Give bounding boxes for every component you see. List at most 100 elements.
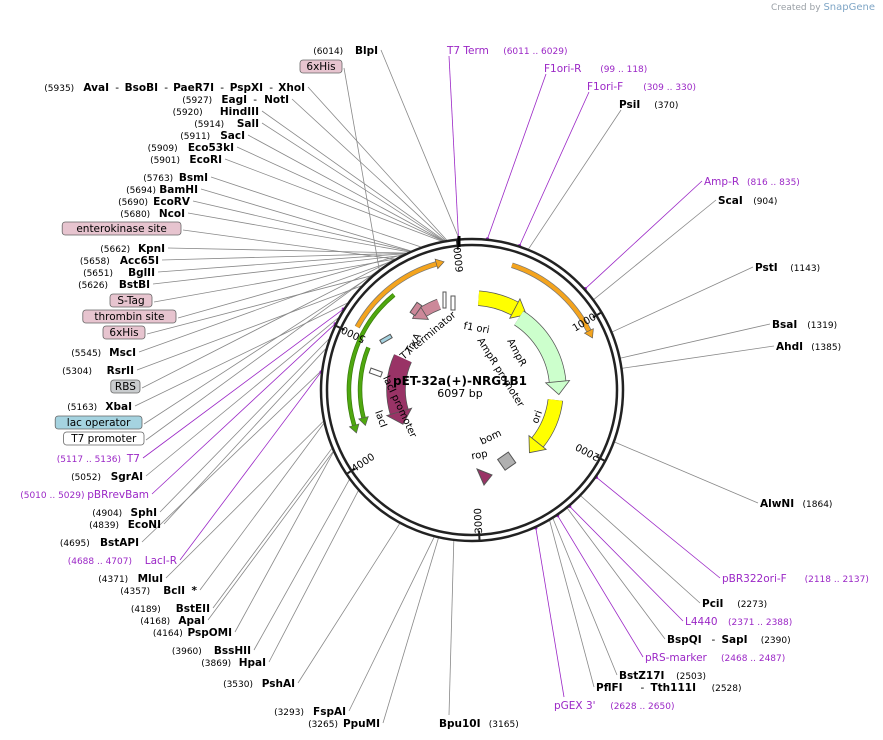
right-label-group: pRS-marker(2468 .. 2487) xyxy=(645,652,785,664)
left-label-group: PpuMI(3265) xyxy=(308,718,380,730)
site-position: (5909) xyxy=(148,144,178,154)
primer-range: (2468 .. 2487) xyxy=(721,654,785,664)
primer-range: (5010 .. 5029) xyxy=(20,491,84,501)
site-name: PspXI xyxy=(230,82,263,94)
plasmid-name: pET-32a(+)-NRG1B1 xyxy=(393,374,527,388)
tick-mark xyxy=(592,310,603,319)
site-name: HpaI xyxy=(239,657,266,669)
tick-mark xyxy=(345,467,356,476)
plasmid-length: 6097 bp xyxy=(437,387,482,400)
right-label-group: PciI(2273) xyxy=(702,598,767,610)
site-separator: - xyxy=(115,82,119,94)
feature-arcs xyxy=(346,258,594,486)
site-separator: - xyxy=(712,634,716,646)
primer-name: T7 Term xyxy=(446,45,489,57)
site-position: (3293) xyxy=(274,708,304,718)
right-label-group: BsaI(1319) xyxy=(772,319,837,331)
feature-box-text: 6xHis xyxy=(306,61,335,73)
ampr-arrow xyxy=(514,311,566,383)
right-label-group: Amp-R(816 .. 835) xyxy=(704,176,800,188)
site-name: SphI xyxy=(131,507,157,519)
site-name: BclI xyxy=(163,585,185,597)
tick-mark xyxy=(478,530,481,542)
left-label-group: HindIII(5920) xyxy=(173,106,259,118)
feature-box-text: RBS xyxy=(115,381,136,393)
leader-line xyxy=(261,122,444,242)
laci-arrow-arrow xyxy=(385,407,413,425)
site-name: AvaI xyxy=(83,82,109,94)
right-label-group: Bpu10I(3165) xyxy=(439,718,519,730)
left-label-group: XbaI(5163) xyxy=(67,401,132,413)
leader-line xyxy=(143,275,373,425)
site-name: EcoRI xyxy=(189,154,222,166)
left-label-group: ApaI(4168) xyxy=(140,615,205,627)
backbone-inner-circle xyxy=(319,237,625,543)
site-name: MscI xyxy=(109,347,136,359)
site-name: Bpu10I xyxy=(439,718,481,730)
left-label-group: LacI-R(4688 .. 4707) xyxy=(68,555,177,567)
leader-line xyxy=(138,261,391,353)
site-position: (4695) xyxy=(60,539,90,549)
site-separator: - xyxy=(269,82,273,94)
site-position: (5690) xyxy=(118,198,148,208)
site-separator: - xyxy=(253,94,257,106)
f1-ori-arrow xyxy=(477,291,519,315)
left-label-group: BamHI(5694) xyxy=(126,184,198,196)
feature-label: ori xyxy=(530,409,545,425)
primer-name: pBRrevBam xyxy=(87,489,149,501)
left-label-group: SacI(5911) xyxy=(180,130,245,142)
leader-line xyxy=(487,73,547,239)
site-name: XhoI xyxy=(278,82,305,94)
left-label-group: MscI(5545) xyxy=(71,347,136,359)
left-label-group: FspAI(3293) xyxy=(274,706,346,718)
primer-range: (309 .. 330) xyxy=(643,83,696,93)
snapgene-logo: SnapGene xyxy=(823,2,875,13)
site-name: KpnI xyxy=(138,243,165,255)
leader-line xyxy=(165,421,324,579)
left-label-group: 6xHis xyxy=(299,59,343,74)
feature-box-text: S-Tag xyxy=(117,295,144,307)
left-label-group: RBS xyxy=(110,379,141,394)
leader-line xyxy=(199,423,325,591)
leader-line xyxy=(580,495,701,604)
primer-name: F1ori-F xyxy=(587,81,623,93)
site-name: BstZ17I xyxy=(619,670,664,682)
leader-line xyxy=(142,308,344,459)
leader-line xyxy=(593,199,717,300)
orange-feature-arc xyxy=(511,263,591,332)
left-label-group: NotI-EagI(5927) xyxy=(182,94,289,106)
left-label-group: *BclI(4357) xyxy=(120,585,197,597)
right-label-group: pBR322ori-F(2118 .. 2137) xyxy=(722,573,869,585)
right-label-group: T7 Term(6011 .. 6029) xyxy=(446,45,567,57)
leader-line xyxy=(187,212,409,253)
leader-line xyxy=(153,258,395,303)
site-name: EcoNI xyxy=(128,519,161,531)
site-name: BsoBI xyxy=(125,82,158,94)
right-site-labels: T7 Term(6011 .. 6029)F1ori-R(99 .. 118)F… xyxy=(439,45,869,730)
site-name: Acc65I xyxy=(120,255,159,267)
leader-line xyxy=(253,479,350,651)
left-label-group: EcoNI(4839) xyxy=(89,519,161,531)
right-label-group: PflFI-Tth111I(2528) xyxy=(596,682,742,694)
site-name: PspOMI xyxy=(187,627,232,639)
leader-lines xyxy=(134,49,775,724)
site-name: EagI xyxy=(221,94,247,106)
left-label-group: 6xHis xyxy=(102,325,146,340)
rop-feature xyxy=(476,468,493,486)
site-name: BspQI xyxy=(667,634,702,646)
lacop-mark xyxy=(379,333,393,345)
site-name: BamHI xyxy=(159,184,198,196)
leader-line xyxy=(620,323,771,359)
leader-line xyxy=(212,448,333,609)
feature-label: lacI xyxy=(372,409,388,429)
tick-mark xyxy=(334,324,345,331)
left-label-group: S-Tag xyxy=(109,293,153,308)
left-label-group: BlpI(6014) xyxy=(313,45,378,57)
leader-line xyxy=(151,323,336,495)
lac-promoter-mark xyxy=(368,367,383,378)
site-name: PshAI xyxy=(262,678,295,690)
site-separator: - xyxy=(220,82,224,94)
leader-line xyxy=(234,451,334,633)
site-name: BglII xyxy=(128,267,155,279)
